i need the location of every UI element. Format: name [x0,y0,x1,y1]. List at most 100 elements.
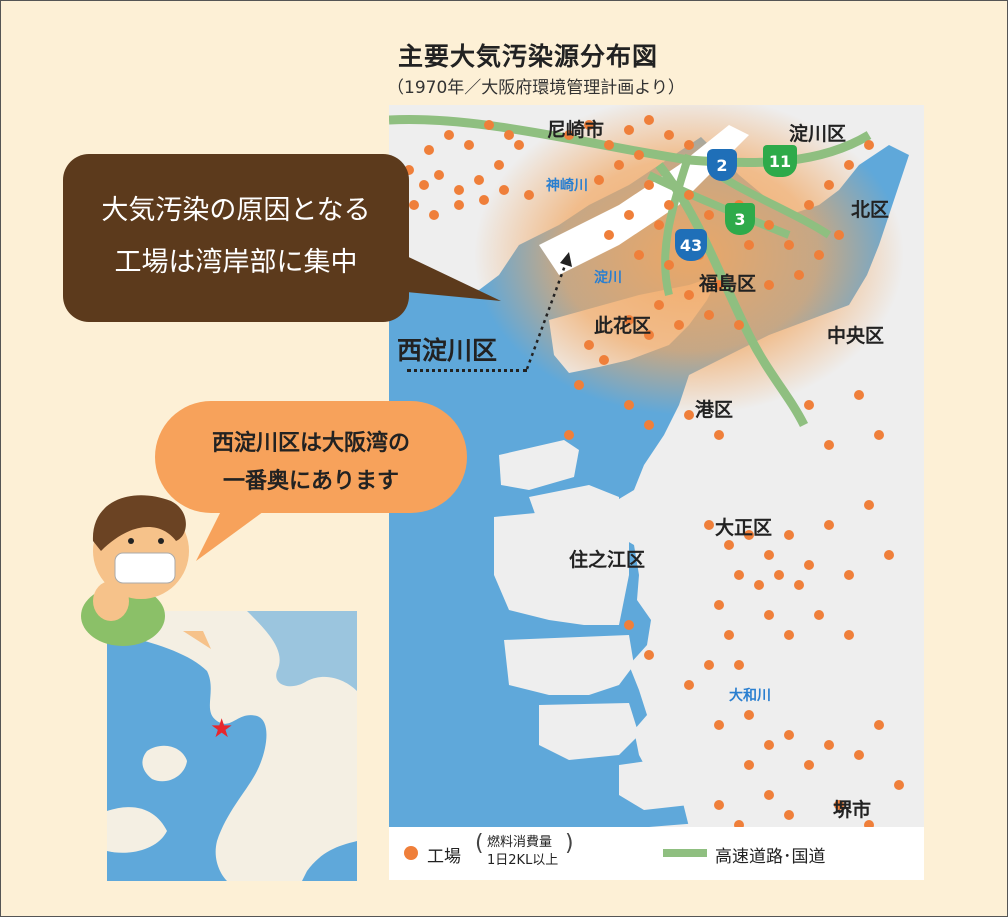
factory-dot [604,140,614,150]
factory-dot [464,140,474,150]
factory-dot [664,260,674,270]
arrow-head-icon [560,252,572,267]
factory-dot [804,400,814,410]
factory-dot [764,790,774,800]
callout-boy-line2: 一番奥にあります [222,469,399,494]
factory-dot [584,340,594,350]
legend-factory-note2: 1日2KL以上 [487,853,559,868]
label-sakai: 堺市 [833,799,872,821]
factory-dot [454,185,464,195]
factory-dot [734,570,744,580]
factory-dot [764,280,774,290]
inset-lake [247,611,357,691]
pointer-dotted-line [525,259,569,370]
river-yodo: 淀川 [594,270,622,286]
factory-dot [834,800,844,810]
factory-dot [604,230,614,240]
factory-dot [894,780,904,790]
factory-dot [794,270,804,280]
label-konohana: 此花区 [594,315,652,337]
callout-main-line1: 大気汚染の原因となる [101,195,371,226]
island [499,440,579,490]
river-kanzaki: 神崎川 [546,178,588,194]
factory-dot [434,170,444,180]
callout-bubble-boy: 西淀川区は大阪湾の 一番奥にあります [155,401,467,513]
label-chuo: 中央区 [827,325,885,347]
bubble-boy-tail [196,501,271,561]
factory-dot [594,175,604,185]
suminoe-land [494,505,629,625]
inset-locator-map: ★ [107,611,357,881]
factory-dot [854,390,864,400]
callout-bubble-main: 大気汚染の原因となる 工場は湾岸部に集中 [63,154,409,322]
factory-dot [494,160,504,170]
callout-main-line2: 工場は湾岸部に集中 [114,247,358,278]
factory-dot [704,520,714,530]
factory-dot [624,400,634,410]
factory-dot [664,130,674,140]
factory-dot [724,630,734,640]
factory-dot [644,115,654,125]
factory-dot [734,660,744,670]
factory-dot [599,355,609,365]
legend-road-label: 高速道路･国道 [715,847,826,867]
factory-dot [644,420,654,430]
factory-dot [814,610,824,620]
factory-dot [624,125,634,135]
inset-island [107,807,167,853]
inset-map-drawing: ★ [107,611,357,881]
factory-dot [634,150,644,160]
factory-dot [784,810,794,820]
factory-dot [684,190,694,200]
river-yamato: 大和川 [729,688,771,704]
factory-dot [744,240,754,250]
factory-dot [624,210,634,220]
national-road [655,162,809,428]
route-3-shield-icon: 3 [725,203,755,235]
map-title: 主要大気汚染源分布図 [398,42,659,71]
sakai-land [619,755,699,810]
factory-dot [814,250,824,260]
legend-paren-close: ) [565,831,574,856]
factory-dot [674,320,684,330]
factory-dot [484,120,494,130]
inset-island [142,745,187,782]
factory-dot [834,230,844,240]
legend-factory-label: 工場 [427,847,461,867]
port-land [504,635,634,695]
factory-dot [854,750,864,760]
factory-dot [684,140,694,150]
factory-dot [684,410,694,420]
factory-dot [784,730,794,740]
factory-dot [714,430,724,440]
expressway [716,171,832,239]
factory-dot [784,240,794,250]
factory-dot [584,120,594,130]
factory-dot [804,560,814,570]
factory-dot [409,200,419,210]
factory-dot [634,250,644,260]
factory-dot [784,630,794,640]
label-minato: 港区 [695,399,734,421]
factory-dot [644,650,654,660]
factory-dot [684,290,694,300]
factory-dot [734,320,744,330]
factory-dot [479,195,489,205]
factory-dot [714,800,724,810]
factory-dot [764,550,774,560]
factory-dot [524,190,534,200]
port-land [539,703,639,760]
factory-dot [744,530,754,540]
factory-dot [804,760,814,770]
inset-sea-south [302,841,357,881]
factory-dot [744,760,754,770]
label-suminoe: 住之江区 [569,549,646,571]
factory-dot [714,280,724,290]
label-underline-dotted [407,369,527,372]
factory-dot [644,180,654,190]
boy-mascot-icon [81,495,211,649]
factory-dot [874,720,884,730]
map-subtitle: （1970年／大阪府環境管理計画より） [387,78,685,98]
factory-dot [499,185,509,195]
